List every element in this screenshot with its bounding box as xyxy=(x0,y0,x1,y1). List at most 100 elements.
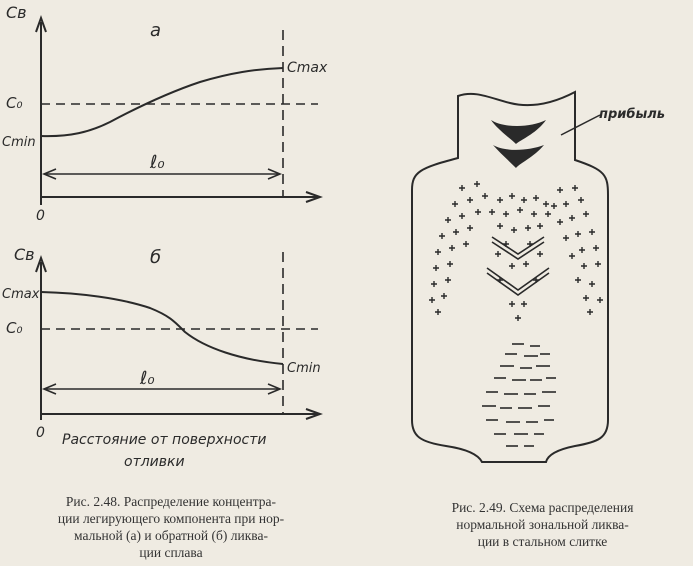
graph-b-panel-label: б xyxy=(150,247,161,268)
plus-mark xyxy=(557,219,563,225)
plus-mark xyxy=(445,277,451,283)
plus-mark xyxy=(578,197,584,203)
plus-mark xyxy=(545,211,551,217)
plus-mark xyxy=(435,249,441,255)
plus-mark xyxy=(587,309,593,315)
plus-mark xyxy=(445,217,451,223)
figure-2-49-caption: Рис. 2.49. Схема распределения нормально… xyxy=(400,499,685,550)
plus-mark xyxy=(441,293,447,299)
plus-mark xyxy=(533,195,539,201)
plus-mark xyxy=(589,229,595,235)
graph-b-x-label-line1: Расстояние от поверхности xyxy=(62,432,266,448)
plus-mark xyxy=(447,261,453,267)
plus-mark xyxy=(474,181,480,187)
plus-mark xyxy=(579,247,585,253)
plus-mark xyxy=(563,201,569,207)
plus-mark xyxy=(459,185,465,191)
plus-mark xyxy=(569,253,575,259)
negative-segregation-marks xyxy=(482,343,556,447)
plus-mark xyxy=(509,301,515,307)
plus-mark xyxy=(459,213,465,219)
plus-mark xyxy=(575,277,581,283)
plus-mark xyxy=(503,211,509,217)
plus-mark xyxy=(593,245,599,251)
plus-mark xyxy=(551,203,557,209)
plus-mark xyxy=(563,235,569,241)
graph-b-cmin-label: Cmin xyxy=(287,361,321,376)
v-segregation-lines xyxy=(486,236,550,296)
plus-mark xyxy=(543,201,549,207)
graph-a-y-label: Св xyxy=(6,3,27,22)
graph-a-cmax-label: Cmax xyxy=(287,60,328,76)
graph-a-x-arrow xyxy=(305,191,323,203)
plus-mark xyxy=(495,251,501,257)
plus-mark xyxy=(439,233,445,239)
plus-mark xyxy=(467,197,473,203)
plus-mark xyxy=(475,209,481,215)
plus-mark xyxy=(515,315,521,321)
plus-mark xyxy=(523,261,529,267)
plus-mark xyxy=(433,265,439,271)
graph-b-x-label-line2: отливки xyxy=(124,454,185,470)
plus-mark xyxy=(449,245,455,251)
graph-b-x-arrow xyxy=(305,408,323,420)
caption-line: ции в стальном слитке xyxy=(477,534,608,549)
plus-mark xyxy=(589,281,595,287)
figure-2-48-caption: Рис. 2.48. Распределение концентра- ции … xyxy=(6,493,336,561)
graph-a-c0-label: С₀ xyxy=(6,94,23,112)
ingot-diagram: прибыль xyxy=(411,90,665,463)
graph-a-l0-label: ℓ₀ xyxy=(149,152,165,173)
shrinkage-cavity-lower xyxy=(493,145,544,168)
graph-a-origin: 0 xyxy=(36,208,45,224)
plus-mark xyxy=(429,297,435,303)
plus-mark xyxy=(525,225,531,231)
caption-line: Рис. 2.49. Схема распределения xyxy=(451,500,634,515)
graph-b-y-arrow xyxy=(35,255,47,273)
graph-a-curve xyxy=(40,67,284,138)
plus-mark xyxy=(537,223,543,229)
plus-mark xyxy=(531,211,537,217)
plus-mark xyxy=(467,225,473,231)
plus-mark xyxy=(482,193,488,199)
graph-b-y-label: Св xyxy=(14,245,35,264)
caption-line: мальной (а) и обратной (б) ликва- xyxy=(74,528,268,543)
plus-mark xyxy=(497,197,503,203)
caption-line: Рис. 2.48. Распределение концентра- xyxy=(65,494,277,509)
graph-b: Св б Cmax С₀ Cmin ℓ₀ 0 Расстояние от пов… xyxy=(2,245,323,470)
plus-mark xyxy=(521,197,527,203)
plus-mark xyxy=(583,295,589,301)
plus-mark xyxy=(509,263,515,269)
graph-a-cmin-label: Cmin xyxy=(2,135,36,150)
ingot-outline xyxy=(411,90,609,463)
plus-mark xyxy=(452,201,458,207)
plus-mark xyxy=(431,281,437,287)
positive-segregation-marks xyxy=(429,181,603,321)
graph-b-cmax-label: Cmax xyxy=(2,287,40,302)
caption-line: ции легирующего компонента при нор- xyxy=(57,511,285,526)
plus-mark xyxy=(511,227,517,233)
plus-mark xyxy=(575,231,581,237)
plus-mark xyxy=(537,251,543,257)
plus-mark xyxy=(581,263,587,269)
plus-mark xyxy=(569,215,575,221)
graph-b-origin: 0 xyxy=(36,425,45,441)
graph-a-panel-label: а xyxy=(150,20,161,41)
plus-mark xyxy=(489,209,495,215)
plus-mark xyxy=(572,185,578,191)
plus-mark xyxy=(435,309,441,315)
caption-line: ции сплава xyxy=(139,545,203,560)
shrinkage-cavity-upper xyxy=(491,120,546,144)
riser-label: прибыль xyxy=(599,107,665,122)
plus-mark xyxy=(463,241,469,247)
graph-b-l0-label: ℓ₀ xyxy=(139,368,155,389)
graph-a-y-arrow xyxy=(35,15,47,33)
plus-mark xyxy=(521,301,527,307)
riser-leader-line xyxy=(560,114,601,136)
caption-line: нормальной зональной ликва- xyxy=(456,517,629,532)
plus-mark xyxy=(497,223,503,229)
plus-mark xyxy=(509,193,515,199)
plus-mark xyxy=(595,261,601,267)
plus-mark xyxy=(583,211,589,217)
graph-b-c0-label: С₀ xyxy=(6,319,23,337)
